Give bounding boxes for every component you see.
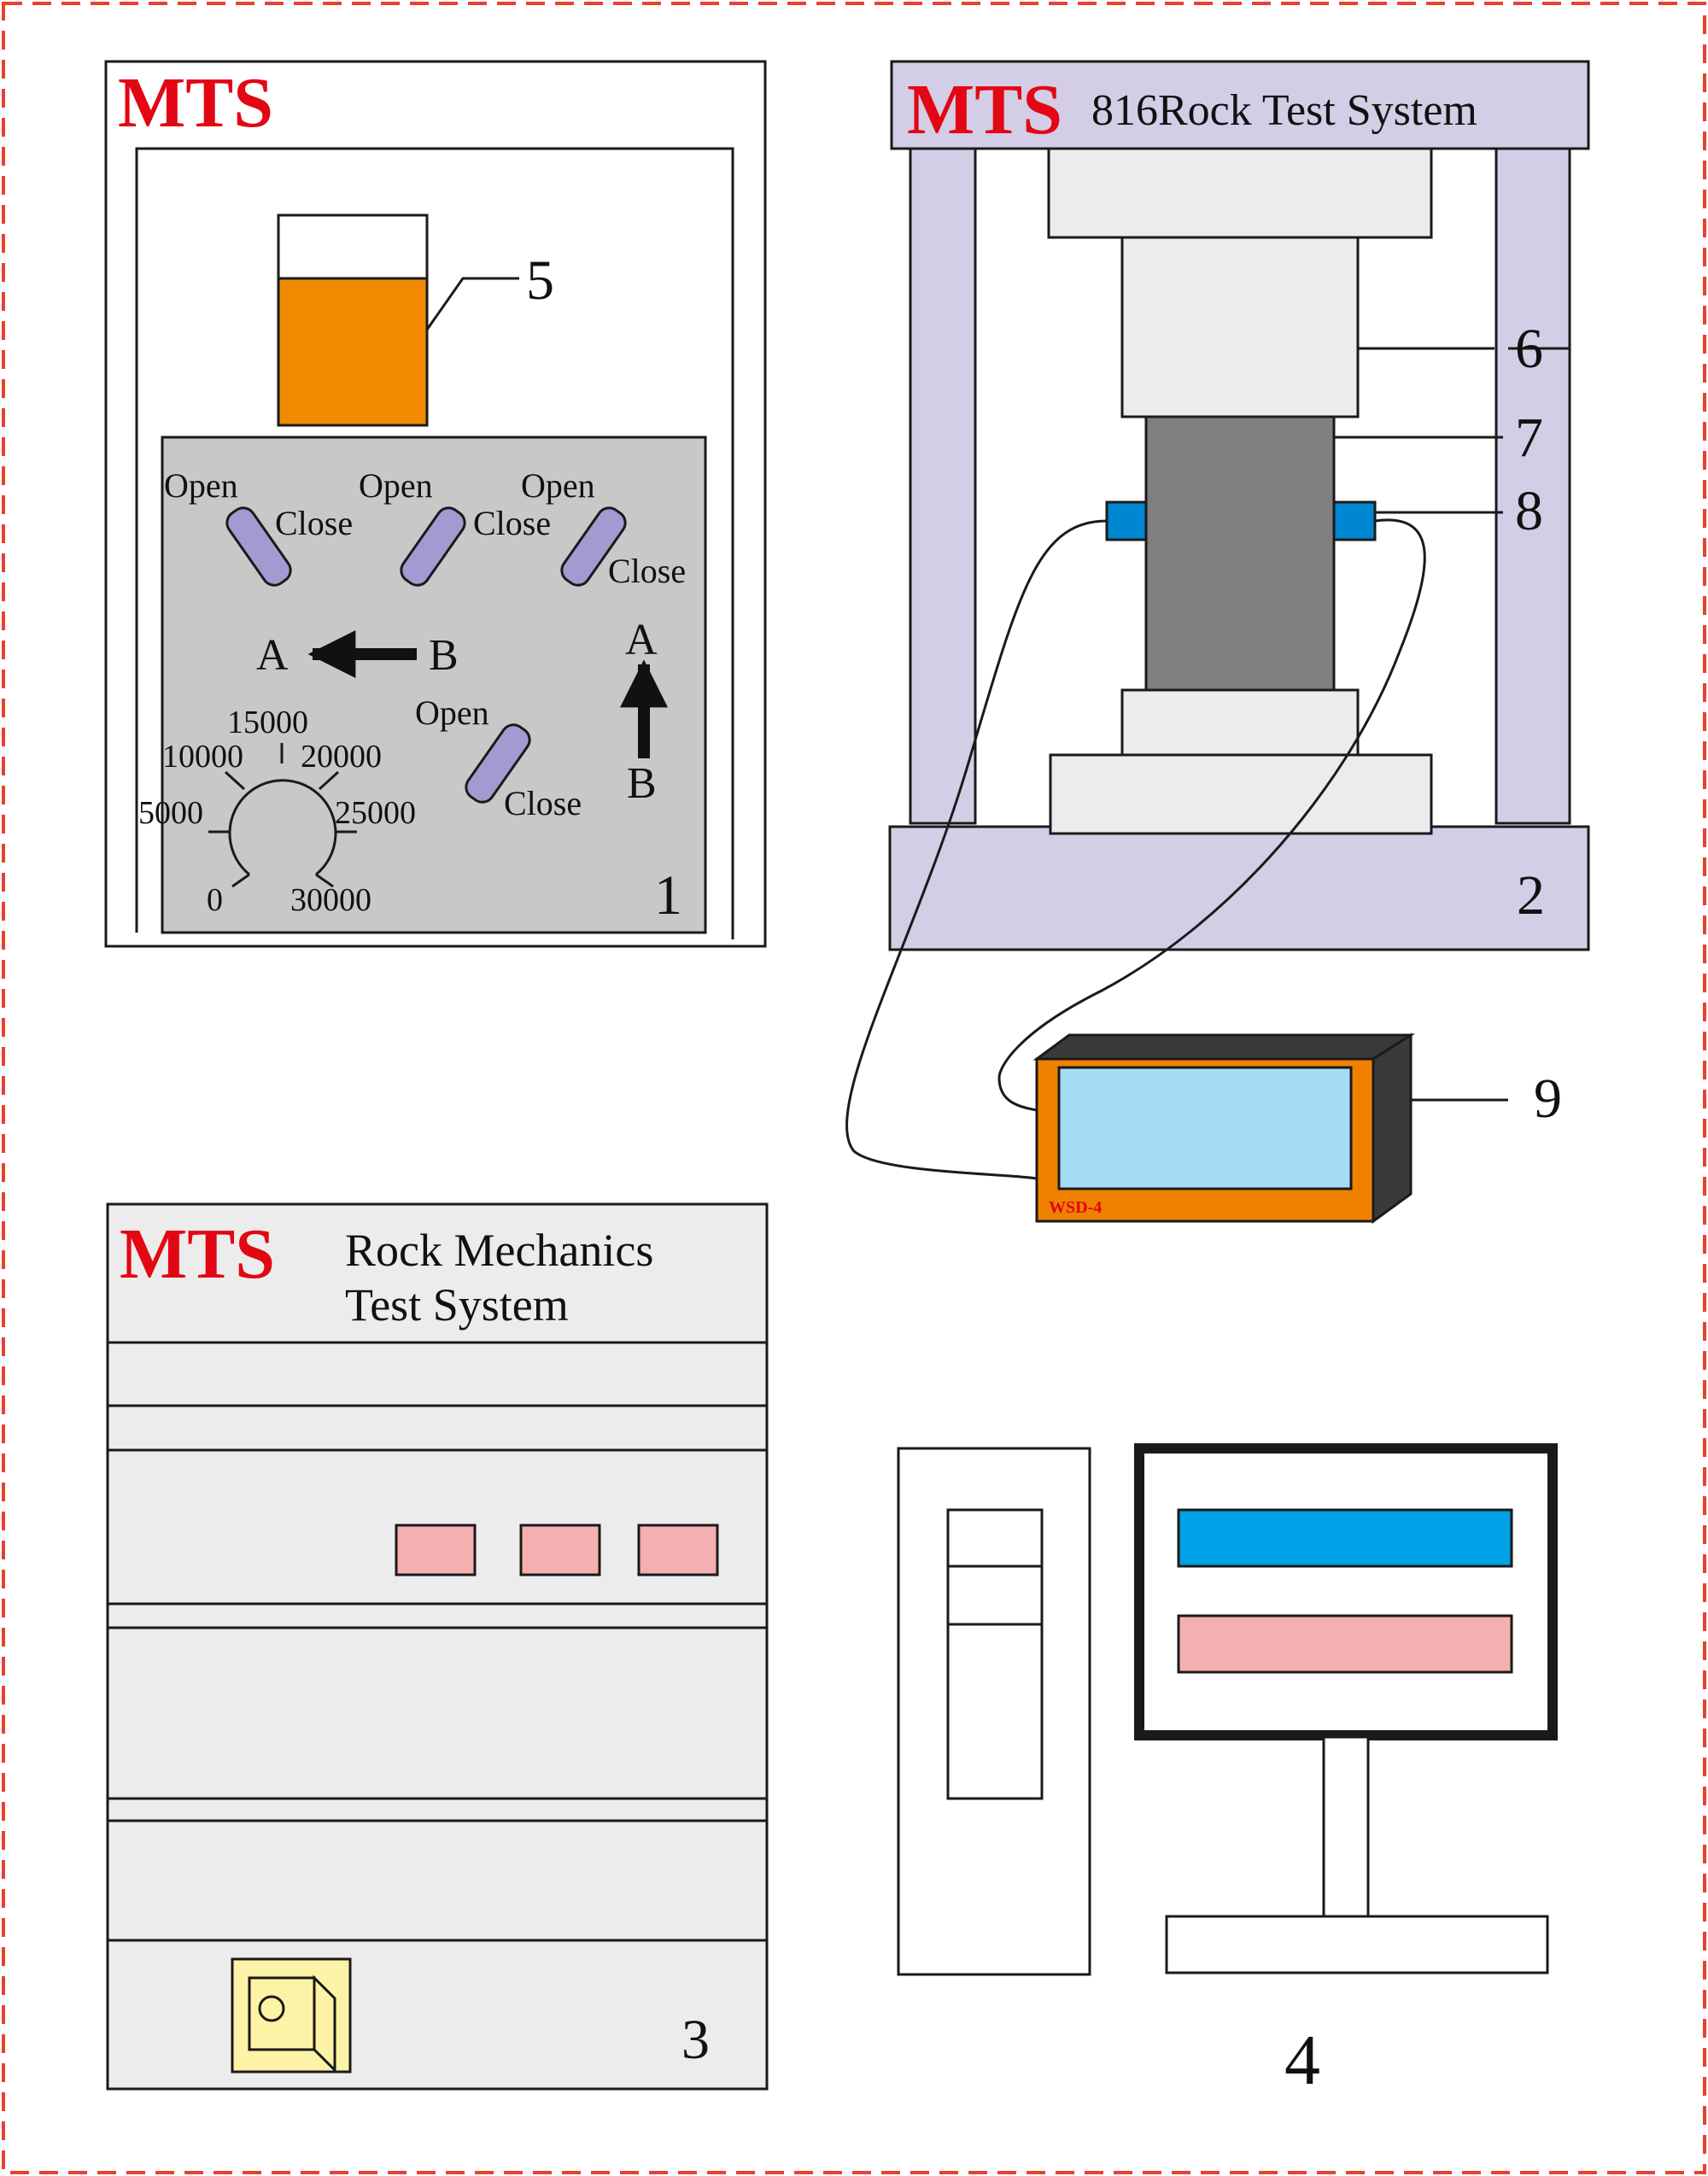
dial-label-20000: 20000 [301, 739, 382, 775]
indicator-light-1 [395, 1524, 477, 1576]
tower-drive-bay [946, 1508, 1044, 1800]
base-platen [1049, 753, 1433, 835]
oil-tank-fluid [277, 277, 429, 427]
unit1-number: 1 [654, 864, 682, 927]
rock-specimen [1144, 415, 1336, 692]
valve-1-open-label: Open [164, 466, 238, 505]
frame-left-column [909, 147, 977, 825]
unit3-title-line2: Test System [345, 1279, 569, 1331]
dial-label-25000: 25000 [335, 795, 416, 831]
unit1-hydraulic-cabinet: MTS 5 Open Close Open Close Open Close O… [104, 60, 767, 948]
valve-3-close-label: Close [608, 552, 686, 590]
device-label: 9 [1534, 1068, 1562, 1130]
valve-knob-3 [560, 506, 627, 587]
loading-ram [1120, 236, 1360, 418]
upper-platen [1047, 147, 1433, 239]
oil-tank-leader [425, 277, 519, 330]
valve-4-close-label: Close [504, 784, 582, 822]
dial-tick-20000 [318, 770, 340, 791]
unit3-brand: MTS [120, 1214, 275, 1294]
arrow-h-from-label: B [429, 631, 459, 680]
monitor-bar-pink [1177, 1614, 1513, 1674]
indicator-light-2 [519, 1524, 601, 1576]
dial-label-15000: 15000 [227, 705, 308, 740]
unit9-acquisition-device: WSD-4 9 [1032, 1032, 1562, 1224]
valve-knob-1 [225, 506, 292, 587]
frame-top-beam [890, 60, 1590, 150]
device-name: WSD-4 [1049, 1198, 1102, 1217]
monitor-bar-blue [1177, 1508, 1513, 1568]
valve-knob-2 [400, 506, 466, 587]
dial-arc [228, 779, 337, 876]
unit4-number: 4 [1284, 2021, 1320, 2100]
indicator-light-3 [637, 1524, 719, 1576]
lower-platen [1120, 688, 1360, 757]
sensor-cable-left [845, 519, 1108, 1180]
valve-knob-4 [465, 723, 531, 804]
arrow-h-to-label: A [256, 631, 289, 680]
frame-right-column [1494, 147, 1571, 825]
device-screen [1057, 1066, 1353, 1190]
valve-4-open-label: Open [415, 693, 489, 732]
unit2-title: 816Rock Test System [1091, 86, 1477, 135]
sensor-right [1332, 500, 1377, 541]
pressure-dial: 0 5000 10000 15000 20000 25000 30000 [138, 705, 416, 918]
device-top-face [1032, 1033, 1416, 1061]
dial-stub-left [231, 873, 250, 888]
arrow-v-to-label: A [625, 616, 658, 664]
dial-stub-right [315, 873, 334, 888]
sensor-cable-right [997, 518, 1426, 1112]
unit3-controller-cabinet: MTS Rock Mechanics Test System 3 [106, 1202, 769, 2091]
unit2-brand: MTS [907, 70, 1062, 149]
device-side-face [1372, 1032, 1413, 1224]
specimen-label: 7 [1515, 407, 1543, 469]
monitor-stand-base [1165, 1915, 1549, 1974]
oil-tank-label: 5 [526, 249, 554, 312]
unit4-computer: 4 [897, 1443, 1558, 2100]
dial-label-0: 0 [207, 882, 223, 918]
dial-label-5000: 5000 [138, 795, 203, 831]
valve-2-close-label: Close [473, 504, 551, 542]
unit1-inner-frame [135, 147, 734, 939]
dial-label-10000: 10000 [162, 739, 243, 775]
arrow-v-from-label: B [627, 759, 657, 808]
ram-label: 6 [1515, 318, 1543, 380]
unit3-number: 3 [681, 2009, 710, 2071]
sensor-left [1105, 500, 1148, 541]
valve-1-close-label: Close [275, 504, 353, 542]
unit3-cabinet [106, 1202, 769, 2091]
unit1-brand: MTS [118, 63, 273, 143]
unit2-number: 2 [1517, 864, 1545, 927]
unit2-loading-frame: MTS 816Rock Test System 6 7 8 2 [888, 60, 1590, 951]
dial-tick-10000 [224, 770, 246, 791]
sensor-label: 8 [1515, 480, 1543, 542]
dial-label-30000: 30000 [290, 882, 371, 918]
unit3-title-line1: Rock Mechanics [345, 1225, 653, 1276]
monitor [1134, 1443, 1558, 1740]
monitor-stand-neck [1322, 1735, 1370, 1918]
power-switch-icon [231, 1957, 352, 2074]
valve-3-open-label: Open [521, 466, 595, 505]
valve-2-open-label: Open [359, 466, 433, 505]
